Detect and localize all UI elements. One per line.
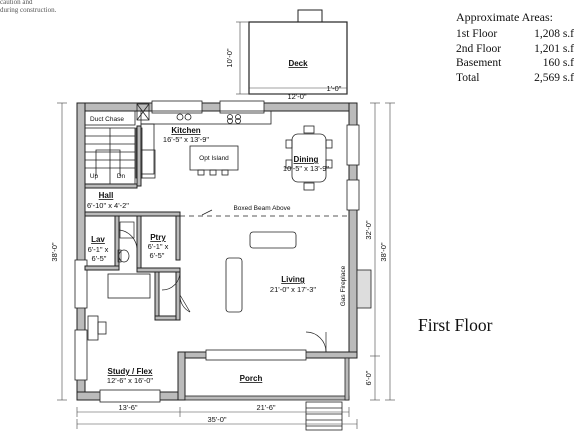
dim-hall: 6'-10" x 4'-2" — [87, 201, 129, 210]
dim-bottom-total: 35'-0" — [207, 415, 226, 424]
label-porch: Porch — [240, 374, 263, 383]
dining-table — [285, 125, 333, 191]
label-kitchen: Kitchen — [171, 126, 200, 135]
boxed-beam-arrow — [201, 209, 213, 216]
dim-deck-width: 12'-0" — [287, 92, 306, 101]
area-row: Total 2,569 s.f — [456, 71, 576, 86]
dim-left-depth: 38'-0" — [50, 242, 59, 261]
area-value: 1,208 s.f — [534, 28, 574, 40]
construction-note: caution and during construction. — [0, 0, 57, 14]
dim-right-total: 38'-0" — [379, 242, 388, 261]
study-furniture — [87, 273, 151, 341]
living-furniture — [225, 231, 372, 313]
dim-bottom-left: 13'-6" — [118, 403, 137, 412]
dim-right-main: 32'-0" — [364, 220, 373, 239]
area-label: Basement — [456, 57, 502, 69]
area-label: Total — [456, 71, 480, 84]
area-row: 2nd Floor 1,201 s.f — [456, 42, 576, 57]
area-value: 2,569 s.f — [534, 71, 574, 84]
label-study: Study / Flex — [108, 367, 153, 376]
area-label: 1st Floor — [456, 28, 498, 40]
dim-kitchen: 16'-5" x 13'-9" — [163, 135, 209, 144]
dim-living: 21'-0" x 17'-3" — [270, 285, 316, 294]
label-pantry: Ptry — [150, 233, 166, 242]
label-boxed-beam: Boxed Beam Above — [233, 205, 290, 212]
floor-title: First Floor — [418, 315, 493, 335]
area-value: 160 s.f — [542, 57, 574, 69]
label-lav: Lav — [91, 235, 105, 244]
area-row: 1st Floor 1,208 s.f — [456, 27, 576, 42]
porch-steps — [184, 357, 350, 431]
lav-fixtures — [117, 221, 135, 263]
dim-pantry-2: 6'-5" — [150, 251, 165, 260]
area-label: 2nd Floor — [456, 42, 502, 55]
dim-lav-2: 6'-5" — [92, 254, 107, 263]
label-opt-island: Opt Island — [199, 155, 229, 162]
label-dining: Dining — [294, 155, 319, 164]
area-value: 1,201 s.f — [534, 42, 574, 55]
label-hall: Hall — [99, 191, 114, 200]
interior-walls — [84, 125, 181, 321]
dim-lav-1: 6'-1" x — [88, 245, 109, 254]
dim-pantry-1: 6'-1" x — [148, 242, 169, 251]
deck — [236, 9, 348, 95]
label-dn: Dn — [117, 173, 126, 180]
label-up: Up — [90, 173, 99, 180]
areas-table: Approximate Areas: 1st Floor 1,208 s.f 2n… — [456, 10, 576, 85]
area-row: Basement 160 s.f — [456, 56, 576, 71]
windows — [74, 100, 360, 403]
label-gas-fireplace: Gas Fireplace — [340, 265, 347, 306]
dim-deck-offset: 1'-0" — [327, 84, 342, 93]
dim-dining: 10'-5" x 13'-9" — [283, 164, 329, 173]
dimension-lines — [57, 93, 395, 429]
label-deck: Deck — [288, 59, 308, 68]
dim-deck-height: 10'-0" — [225, 48, 234, 67]
dim-study: 12'-6" x 16'-0" — [107, 376, 153, 385]
doors — [118, 229, 327, 353]
kitchen-counters — [140, 110, 272, 179]
label-living: Living — [281, 275, 305, 284]
dim-bottom-right: 21'-6" — [256, 403, 275, 412]
areas-title: Approximate Areas: — [456, 10, 553, 24]
dim-right-porch: 6'-0" — [364, 370, 373, 385]
label-duct-chase: Duct Chase — [90, 116, 124, 123]
